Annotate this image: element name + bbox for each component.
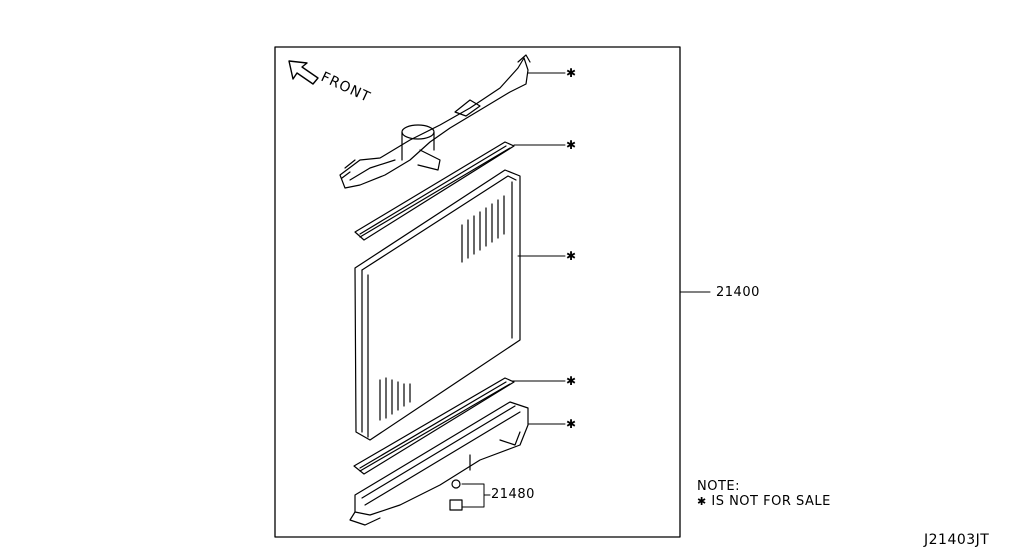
leader-lines bbox=[461, 72, 711, 508]
part-number-21480: 21480 bbox=[491, 487, 535, 502]
front-label: FRONT bbox=[318, 69, 373, 106]
note-title: NOTE: bbox=[697, 479, 740, 494]
asterisk-lower-gasket: ✱ bbox=[566, 374, 576, 388]
lower-gasket bbox=[353, 377, 515, 475]
upper-tank bbox=[339, 54, 531, 189]
assembly-frame bbox=[274, 46, 681, 538]
asterisk-lower-tank: ✱ bbox=[566, 417, 576, 431]
asterisk-upper-tank: ✱ bbox=[566, 66, 576, 80]
front-arrow-icon bbox=[288, 60, 319, 85]
asterisk-markers: ✱ ✱ ✱ ✱ ✱ bbox=[566, 66, 576, 431]
lower-tank bbox=[349, 401, 529, 526]
note-asterisk: ✱ bbox=[697, 495, 707, 508]
note-text: ✱ IS NOT FOR SALE bbox=[697, 494, 831, 509]
upper-gasket bbox=[354, 141, 515, 241]
diagram-code: J21403JT bbox=[924, 532, 990, 548]
asterisk-core: ✱ bbox=[566, 249, 576, 263]
note-text-body: IS NOT FOR SALE bbox=[711, 494, 831, 509]
radiator-core bbox=[354, 169, 521, 441]
asterisk-upper-gasket: ✱ bbox=[566, 138, 576, 152]
part-number-21400: 21400 bbox=[716, 285, 760, 300]
drain-plug-21480 bbox=[449, 479, 463, 511]
